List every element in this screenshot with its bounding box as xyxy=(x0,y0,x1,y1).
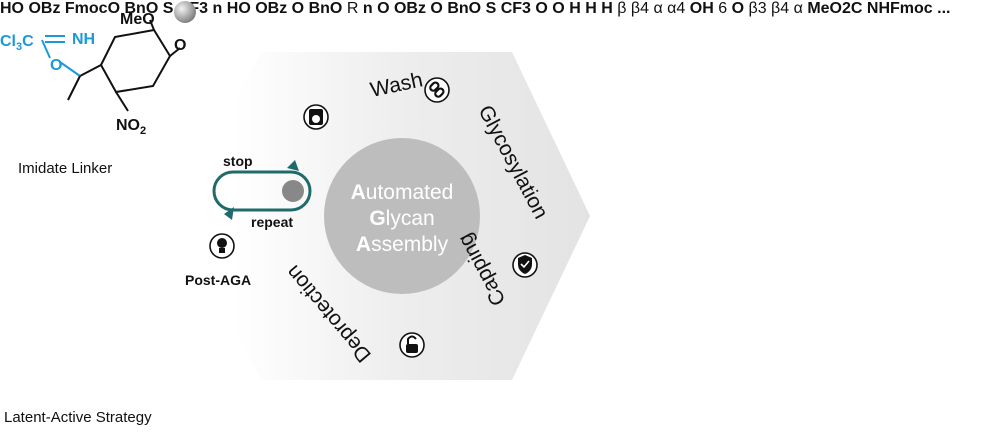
steroid-o: O xyxy=(535,0,548,17)
chain-meo2c: MeO2C xyxy=(807,0,863,17)
chain-six: 6 xyxy=(718,0,728,17)
chain-beta4: β4 xyxy=(771,0,790,17)
product-cf3: CF3 xyxy=(500,0,531,17)
imidate-linker-structure xyxy=(41,19,181,112)
post-aga-label: Post-AGA xyxy=(185,272,251,288)
linker-o-blue: O xyxy=(50,57,62,74)
linker-nh: NH xyxy=(72,31,95,48)
chain-o: O xyxy=(731,0,745,17)
product-s: S xyxy=(485,0,497,17)
aga-center-disc xyxy=(324,138,480,294)
product-n: n xyxy=(362,0,373,17)
linker-o-top: O xyxy=(174,37,186,54)
steroid-beta4: β4 xyxy=(630,0,649,17)
chain-ellipsis: ... xyxy=(937,0,951,17)
center-line-assembly: Assembly xyxy=(356,233,449,256)
link-chain-icon xyxy=(424,77,450,103)
chain-nhfmoc: NHFmoc xyxy=(866,0,933,17)
unlock-icon xyxy=(399,332,425,358)
steroid-o-2: O xyxy=(552,0,565,17)
bb-obz: OBz xyxy=(28,0,61,17)
steroid-beta: β xyxy=(617,0,627,17)
chain-alpha: α xyxy=(793,0,803,17)
resin-bead-icon xyxy=(174,1,196,23)
bb-bno: BnO xyxy=(124,0,159,17)
linker-meo: MeO xyxy=(120,11,155,28)
reactant-n: n xyxy=(212,0,223,17)
chain-oh: OH xyxy=(689,0,714,17)
product-obz: OBz xyxy=(393,0,426,17)
toggle-repeat: repeat xyxy=(251,214,293,230)
steroid-h3: H xyxy=(601,0,613,17)
bb-caption: Latent-Active Strategy xyxy=(4,409,152,426)
product-o: O xyxy=(430,0,443,17)
reactant-obz: OBz xyxy=(255,0,288,17)
steroid-h1: H xyxy=(569,0,581,17)
linker-cl3c: Cl3C xyxy=(0,33,34,53)
linker-caption: Imidate Linker xyxy=(18,160,113,177)
reactant-r: R xyxy=(346,0,359,17)
product-o-top: O xyxy=(377,0,390,17)
center-line-automated: Automated xyxy=(351,181,454,204)
lightbulb-icon xyxy=(209,233,235,259)
reactant-ho: HO xyxy=(226,0,251,17)
reactant-o: O xyxy=(291,0,305,17)
product-bno: BnO xyxy=(447,0,482,17)
bb-fmoco: FmocO xyxy=(64,0,121,17)
washing-machine-icon xyxy=(303,104,329,130)
reactant-bno: BnO xyxy=(308,0,343,17)
bb-s: S xyxy=(162,0,174,17)
center-line-glycan: Glycan xyxy=(369,207,434,230)
bb-ho: HO xyxy=(0,0,24,17)
stop-repeat-toggle xyxy=(212,160,312,220)
steroid-alpha: α xyxy=(653,0,663,17)
steroid-h2: H xyxy=(585,0,597,17)
steroid-alpha4: α4 xyxy=(667,0,686,17)
chain-beta3: β3 xyxy=(748,0,767,17)
linker-no2: NO2 xyxy=(116,117,146,137)
toggle-stop: stop xyxy=(223,153,253,169)
shield-icon xyxy=(512,252,538,278)
